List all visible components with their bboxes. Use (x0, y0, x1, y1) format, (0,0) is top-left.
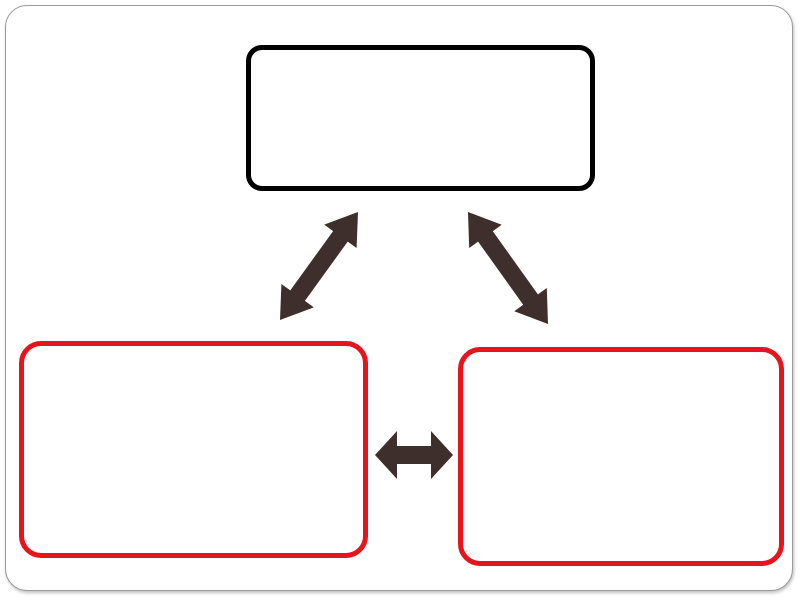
left-box (19, 341, 368, 558)
top-box (246, 45, 595, 191)
top-box-label (251, 50, 590, 186)
right-box (458, 347, 784, 566)
left-box-label (24, 346, 363, 553)
right-box-label (463, 352, 779, 561)
